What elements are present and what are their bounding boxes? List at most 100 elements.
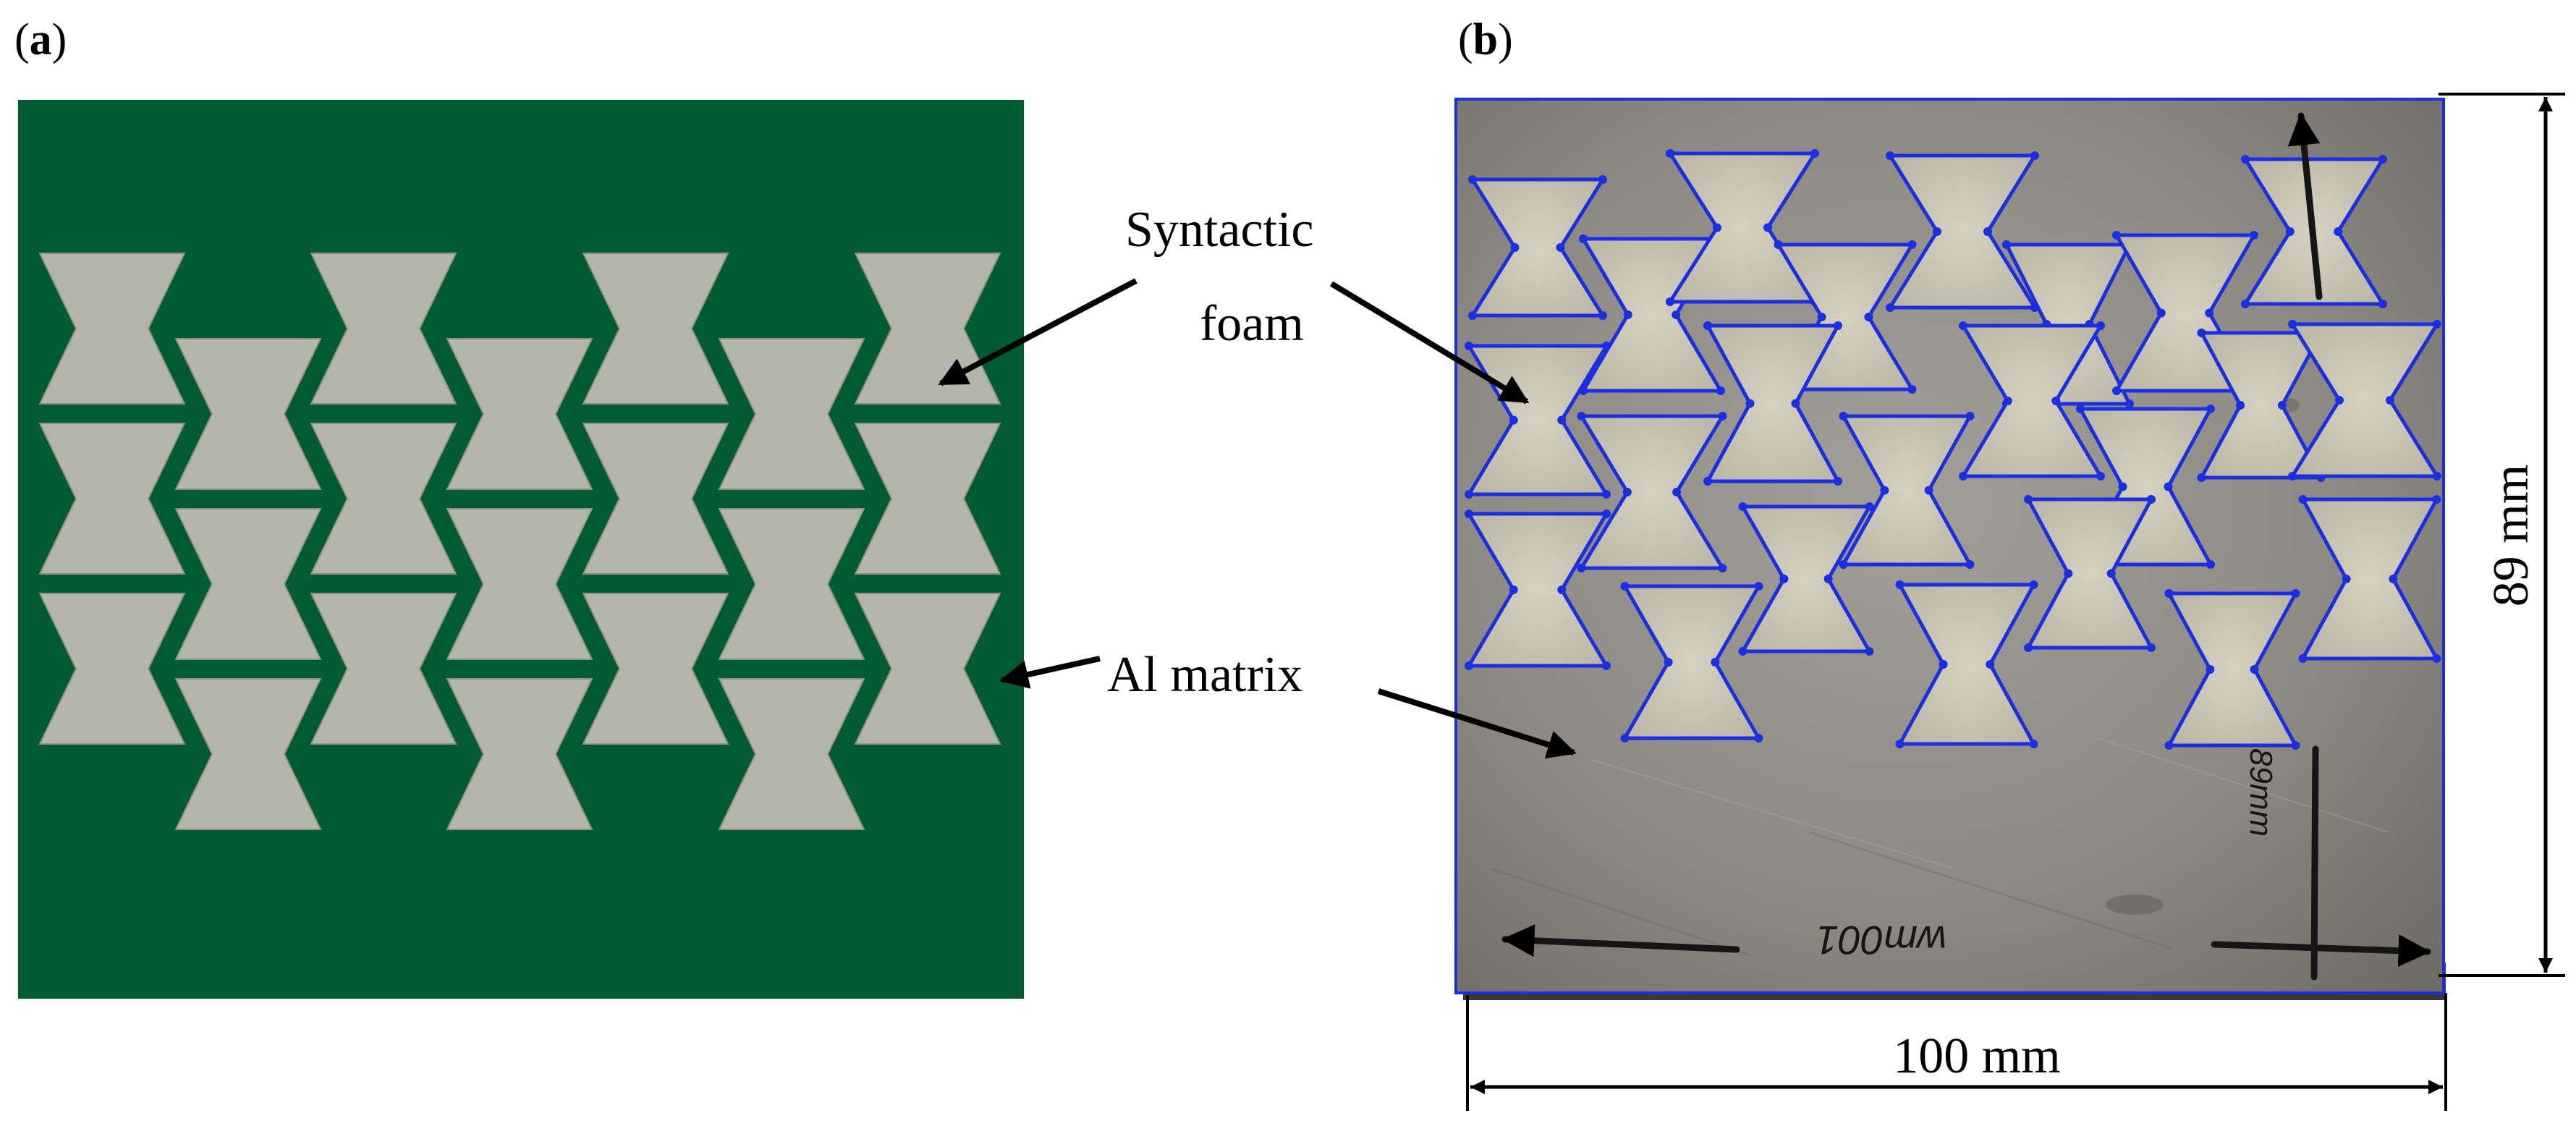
outline-vertex xyxy=(1754,734,1763,743)
outline-vertex xyxy=(1763,223,1772,232)
outline-vertex xyxy=(1579,234,1588,243)
arrow-syntactic-foam-to-photo xyxy=(1329,281,1530,405)
outline-vertex xyxy=(2112,386,2121,395)
outline-vertex xyxy=(2432,654,2441,663)
panel-label-a-close: ) xyxy=(52,15,67,64)
outline-vertex xyxy=(1602,490,1611,499)
outline-vertex xyxy=(1664,658,1673,667)
outline-vertex xyxy=(2342,575,2351,583)
outline-vertex xyxy=(2335,396,2344,405)
outline-vertex xyxy=(1895,580,1905,589)
outline-vertex xyxy=(2112,231,2121,240)
arrow-syntactic-foam-to-schematic xyxy=(938,278,1137,386)
outline-vertex xyxy=(1557,585,1567,594)
outline-vertex xyxy=(1738,502,1747,511)
outline-vertex xyxy=(2096,472,2105,481)
outline-vertex xyxy=(1622,488,1632,496)
outline-vertex xyxy=(1834,477,1842,486)
foam-cell-8 xyxy=(310,423,457,575)
outline-vertex xyxy=(1745,399,1755,408)
outline-vertex xyxy=(2197,473,2206,482)
outline-vertex xyxy=(1557,415,1567,425)
outline-vertex xyxy=(2164,741,2174,750)
outline-vertex xyxy=(2389,575,2398,583)
foam-cell-2 xyxy=(38,423,186,575)
foam-cell-3 xyxy=(38,593,186,745)
label-al-matrix: Al matrix xyxy=(1107,647,1302,703)
outline-vertex xyxy=(2433,472,2441,481)
outline-vertex xyxy=(1666,297,1674,306)
outline-vertex xyxy=(1556,243,1565,252)
outline-vertex xyxy=(2432,495,2441,504)
outline-vertex xyxy=(1986,660,1995,669)
outline-vertex xyxy=(1823,575,1833,583)
panel-label-b-close: ) xyxy=(1498,15,1513,64)
outline-vertex xyxy=(2051,397,2061,405)
outline-vertex xyxy=(1509,415,1518,425)
outline-vertex xyxy=(1965,412,1975,420)
outline-vertex xyxy=(1791,399,1800,408)
panel-label-b-open: ( xyxy=(1458,15,1473,64)
outline-vertex xyxy=(2298,654,2308,663)
outline-vertex xyxy=(1839,560,1848,569)
outline-vertex xyxy=(1718,412,1727,420)
outline-vertex xyxy=(1465,490,1473,499)
outline-vertex xyxy=(1886,303,1894,312)
foam-cell-16 xyxy=(718,338,865,490)
outline-vertex xyxy=(1510,243,1520,252)
foam-cell-20 xyxy=(854,423,1001,575)
outline-vertex xyxy=(2206,665,2215,674)
outline-vertex xyxy=(1672,310,1681,319)
outline-vertex xyxy=(2206,560,2215,569)
outline-vertex xyxy=(2147,643,2156,652)
outline-vertex xyxy=(1623,310,1632,319)
syntactic-foam-cells xyxy=(38,253,1001,830)
outline-vertex xyxy=(2291,589,2300,598)
outline-vertex xyxy=(1886,151,1894,160)
photo-mark-wm001: wm001 xyxy=(1816,918,1947,963)
outline-vertex xyxy=(1924,486,1933,495)
outline-vertex xyxy=(2288,472,2297,481)
photo-outline xyxy=(1454,98,2445,994)
outline-vertex xyxy=(1620,582,1630,591)
outline-vertex xyxy=(1738,647,1747,656)
outline-vertex xyxy=(1965,560,1975,569)
annotation-syntactic-foam: Syntactic foam xyxy=(938,202,1530,405)
outline-vertex xyxy=(2291,741,2300,750)
foam-cell-12 xyxy=(446,678,593,830)
outline-vertex xyxy=(1939,660,1948,669)
outline-vertex xyxy=(1598,311,1607,320)
foam-cell-10 xyxy=(446,338,593,490)
outline-vertex xyxy=(1817,313,1826,321)
outline-vertex xyxy=(1779,575,1789,583)
outline-vertex xyxy=(2125,399,2134,408)
outline-vertex xyxy=(2298,495,2308,504)
outline-vertex xyxy=(2064,569,2073,578)
outline-vertex xyxy=(2241,300,2250,308)
annotation-al-matrix: Al matrix xyxy=(999,647,1577,759)
outline-vertex xyxy=(2433,320,2441,329)
outline-vertex xyxy=(2164,482,2173,491)
panel-label-a: (a) xyxy=(14,15,67,64)
outline-vertex xyxy=(1703,477,1712,486)
outline-vertex xyxy=(1468,311,1477,320)
syntactic-foam-inserts xyxy=(1465,149,2441,750)
outline-vertex xyxy=(2029,740,2038,748)
outline-vertex xyxy=(1672,488,1682,496)
outline-vertex xyxy=(2096,321,2105,330)
outline-vertex xyxy=(2236,401,2245,410)
outline-vertex xyxy=(2076,405,2085,413)
outline-vertex xyxy=(2024,495,2033,504)
foam-cell-7 xyxy=(310,253,457,405)
outline-vertex xyxy=(2250,231,2258,240)
outline-vertex xyxy=(1864,313,1873,321)
marker-arrows xyxy=(1501,112,2431,981)
outline-vertex xyxy=(1983,227,1992,236)
foam-cell-9 xyxy=(310,593,457,745)
outline-vertex xyxy=(1509,585,1518,594)
outline-vertex xyxy=(1602,342,1611,350)
outline-vertex xyxy=(1959,321,1967,330)
outline-vertex xyxy=(2241,155,2250,164)
panel-label-a-open: ( xyxy=(14,15,30,64)
